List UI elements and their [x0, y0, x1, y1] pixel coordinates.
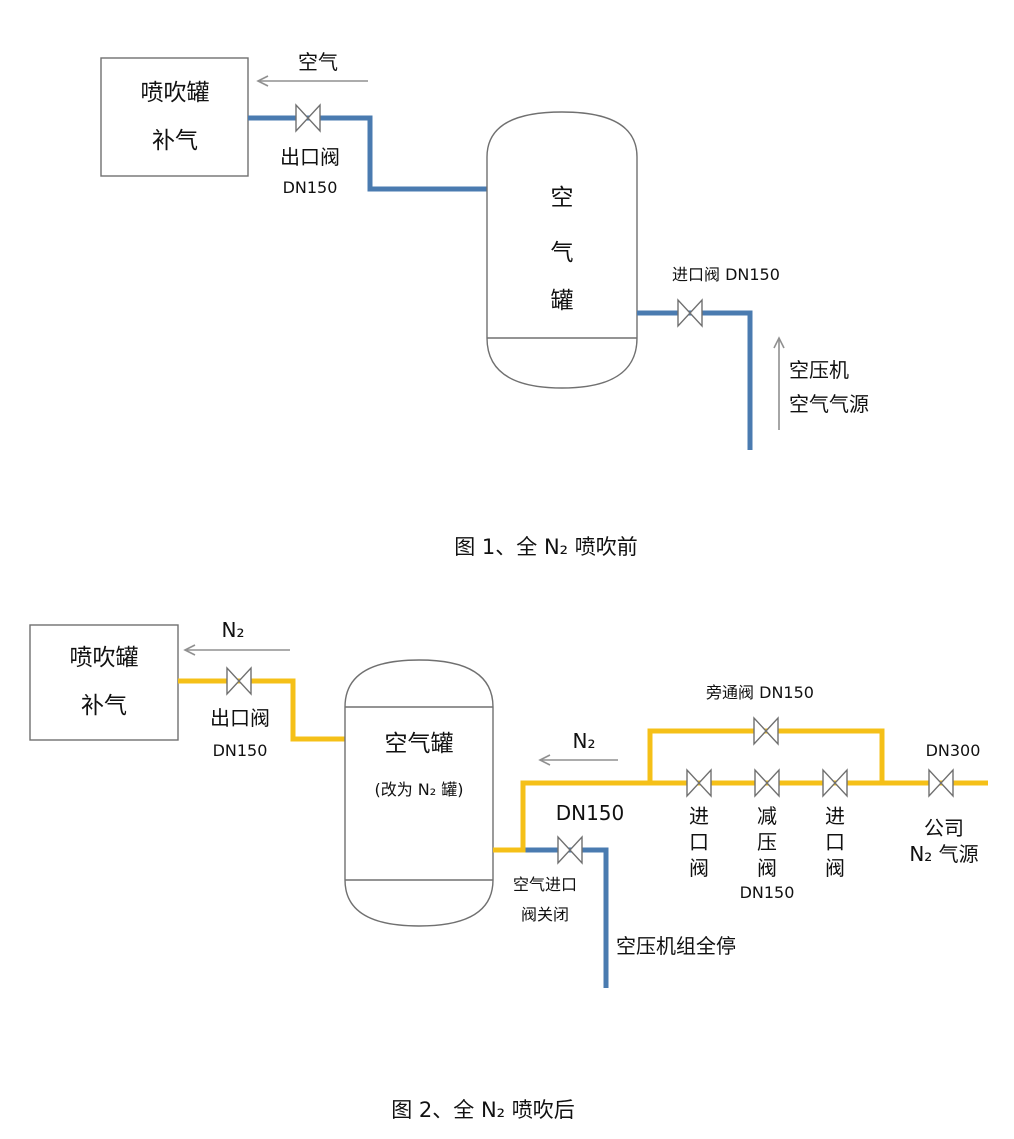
bypass-valve: [753, 716, 779, 746]
air-tank: [486, 111, 638, 389]
valve-c-char-2: 口: [825, 830, 845, 854]
figure-2: 喷吹罐 补气 N₂ 出口阀 DN150 空气罐 (改为 N₂ 罐) DN150 …: [29, 618, 988, 1122]
flow-label: 空气: [298, 50, 338, 74]
n2-source-label-1: 公司: [924, 816, 964, 840]
valve-a-char-3: 阀: [689, 856, 709, 880]
source-label-2: 空气气源: [789, 392, 869, 416]
air-inlet-pipe: [493, 847, 609, 988]
blow-tank-2-label-2: 补气: [81, 693, 127, 719]
valve-a-char-1: 进: [689, 804, 709, 828]
n2-tank-arrow-head: [538, 754, 551, 766]
reducing-valve: [754, 768, 780, 798]
valve-b-char-3: 阀: [757, 856, 777, 880]
air-inlet-valve-label-2: 阀关闭: [521, 905, 569, 924]
blow-tank-2-label-1: 喷吹罐: [70, 645, 139, 671]
air-inlet-valve: [557, 835, 583, 865]
n2-flow-label: N₂: [222, 618, 245, 642]
bypass-valve-label: 旁通阀 DN150: [706, 683, 814, 702]
flow-arrow-head: [256, 75, 269, 87]
figure-1-caption: 图 1、全 N₂ 喷吹前: [454, 535, 638, 559]
inlet-valve: [677, 298, 703, 328]
source-label-1: 空压机: [789, 358, 849, 382]
outlet-valve: [295, 103, 321, 133]
blow-tank-box-2: [29, 624, 179, 741]
tank-char-3: 罐: [551, 288, 574, 314]
blow-tank-box: [100, 57, 249, 177]
outlet-valve-size: DN150: [283, 178, 338, 197]
main-valve-size: DN300: [926, 741, 981, 760]
air-inlet-valve-size: DN150: [556, 801, 625, 825]
inlet-valve-a: [686, 768, 712, 798]
figure-1: 喷吹罐 补气 空气 出口阀 DN150 空 气 罐 进口阀 DN150 空压机 …: [100, 50, 869, 559]
valve-b-char-1: 减: [757, 804, 777, 828]
inlet-valve-c: [822, 768, 848, 798]
tank-char-1: 空: [551, 185, 574, 211]
inlet-valve-label: 进口阀 DN150: [672, 265, 780, 284]
valve-b-char-2: 压: [757, 830, 777, 854]
outlet-valve-2-label: 出口阀: [210, 706, 270, 730]
outlet-valve-label: 出口阀: [280, 145, 340, 169]
outlet-valve-2-size: DN150: [213, 741, 268, 760]
outlet-valve-2: [226, 666, 252, 696]
n2-flow-arrow-head: [183, 644, 196, 656]
air-inlet-valve-label-1: 空气进口: [513, 875, 577, 894]
valve-b-size: DN150: [740, 883, 795, 902]
valve-a-char-2: 口: [689, 830, 709, 854]
n2-tank-flow-label: N₂: [573, 729, 596, 753]
tank-2-sublabel: (改为 N₂ 罐): [374, 780, 463, 799]
n2-source-label-2: N₂ 气源: [909, 842, 978, 866]
valve-c-char-1: 进: [825, 804, 845, 828]
tank-2-label: 空气罐: [385, 731, 454, 757]
blow-tank-label-1: 喷吹罐: [141, 80, 210, 106]
inlet-pipe: [637, 310, 753, 450]
compressor-label: 空压机组全停: [616, 934, 736, 958]
figure-2-caption: 图 2、全 N₂ 喷吹后: [391, 1098, 575, 1122]
valve-c-char-3: 阀: [825, 856, 845, 880]
blow-tank-label-2: 补气: [152, 128, 198, 154]
tank-char-2: 气: [551, 240, 574, 266]
main-valve: [928, 768, 954, 798]
source-arrow-head: [773, 336, 785, 349]
